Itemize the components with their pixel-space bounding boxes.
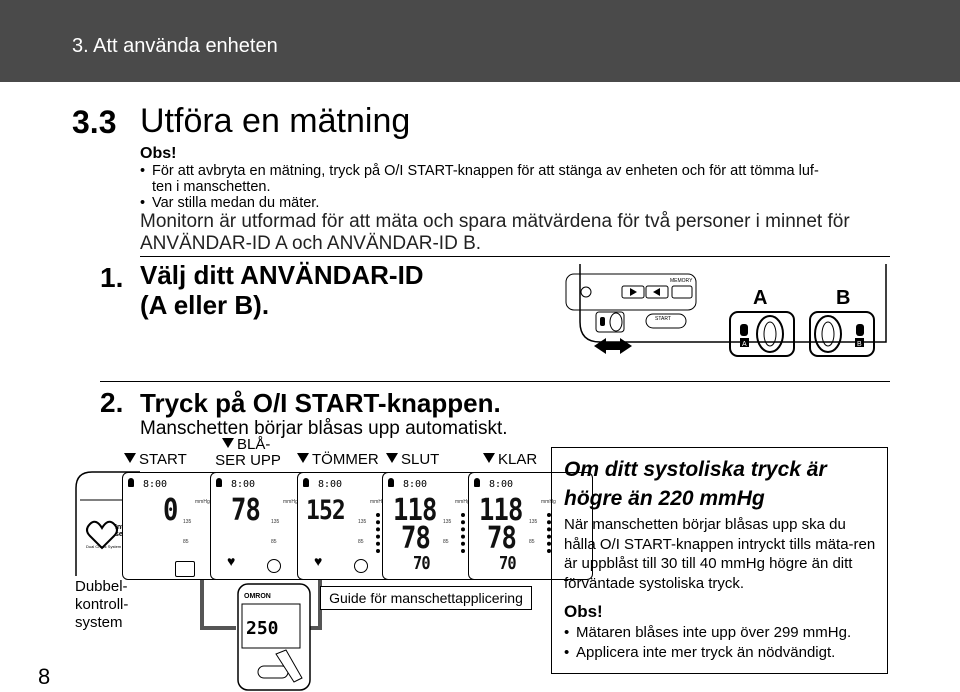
note-bullet-2: •Var stilla medan du mäter. — [140, 195, 320, 211]
phase-done: KLAR — [483, 452, 537, 467]
step1-text-line1: Välj ditt ANVÄNDAR-ID — [140, 260, 424, 290]
svg-text:B: B — [836, 287, 850, 309]
svg-text:250: 250 — [246, 618, 279, 639]
svg-text:Dual Check System: Dual Check System — [86, 544, 122, 549]
box-bullet-1: •Mätaren blåses inte upp över 299 mmHg. — [564, 624, 852, 641]
note-bullet-1-cont: ten i manschetten. — [152, 179, 271, 195]
note-bullet-1: •För att avbryta en mätning, tryck på O/… — [140, 163, 819, 179]
box-body: När manschetten börjar blåsas upp ska du… — [564, 516, 876, 592]
lcd-screen-done: 8:00 118 78 70 135 85 mmHg — [468, 472, 593, 580]
divider-step2 — [100, 381, 890, 382]
dual-check-label: Dubbel- kontroll- system — [75, 578, 129, 631]
chapter-header: 3. Att använda enheten — [0, 0, 960, 82]
svg-text:B: B — [857, 341, 862, 348]
chapter-title: 3. Att använda enheten — [72, 35, 278, 57]
omron-device-illustration: OMRON 250 — [237, 583, 311, 691]
svg-text:A: A — [753, 287, 767, 309]
box-bullet-2: •Applicera inte mer tryck än nödvändigt. — [564, 644, 836, 661]
svg-text:MEMORY: MEMORY — [670, 278, 693, 284]
section-title: Utföra en mätning — [140, 102, 411, 140]
page-number: 8 — [38, 664, 51, 689]
divider-step1 — [140, 256, 890, 257]
note-heading: Obs! — [140, 145, 177, 162]
box-note-heading: Obs! — [564, 602, 603, 621]
user-select-illustration: MEMORY START A B A B — [565, 264, 887, 357]
phase-deflate: TÖMMER — [297, 452, 379, 467]
box-title: Om ditt systoliska tryck är högre än 220… — [564, 458, 827, 510]
step2-number: 2. — [100, 387, 124, 418]
phase-inflate-2: SER UPP — [215, 452, 281, 469]
phase-inflate-1: BLÅ- — [222, 437, 270, 452]
step1-number: 1. — [100, 262, 124, 293]
high-pressure-info-box — [551, 447, 888, 674]
step2-text: Tryck på O/I START-knappen. — [140, 388, 501, 418]
intro-paragraph: Monitorn är utformad för att mäta och sp… — [140, 211, 850, 254]
step1-text-line2: (A eller B). — [140, 290, 270, 320]
svg-text:A: A — [742, 341, 747, 348]
svg-text:OMRON: OMRON — [244, 593, 271, 600]
section-number: 3.3 — [72, 104, 117, 140]
step2-subtext: Manschetten börjar blåsas upp automatisk… — [140, 418, 508, 439]
svg-text:START: START — [655, 316, 671, 322]
cuff-guide-label: Guide för manschettapplicering — [320, 586, 532, 610]
phase-end: SLUT — [386, 452, 439, 467]
phase-start: START — [124, 452, 187, 467]
